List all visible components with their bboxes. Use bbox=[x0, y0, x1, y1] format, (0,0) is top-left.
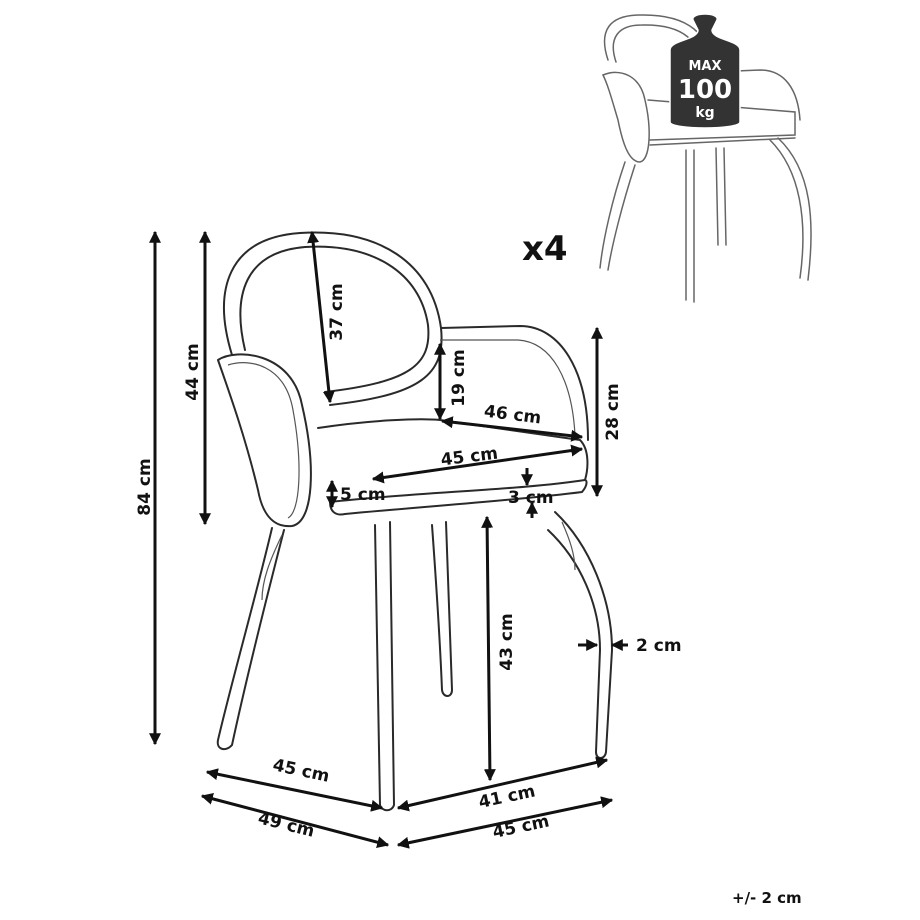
label-depth-inner: 45 cm bbox=[271, 755, 331, 786]
quantity-label: x4 bbox=[522, 229, 568, 269]
label-back-height: 44 cm bbox=[183, 343, 203, 400]
max-load-line3: kg bbox=[695, 105, 714, 121]
label-depth-outer: 49 cm bbox=[256, 809, 317, 842]
label-seat-depth-diag: 46 cm bbox=[483, 402, 542, 429]
backrest-outer bbox=[223, 231, 443, 406]
leg-front-left bbox=[216, 527, 285, 751]
label-backrest-gap: 19 cm bbox=[449, 349, 469, 406]
max-load-line1: MAX bbox=[688, 59, 721, 74]
label-total-height: 84 cm bbox=[135, 458, 155, 515]
leg-right bbox=[547, 511, 613, 759]
seat-frame bbox=[329, 479, 588, 516]
max-load-line2: 100 bbox=[678, 75, 732, 105]
seat-cushion bbox=[317, 418, 589, 503]
label-seat-frame: 3 cm bbox=[508, 488, 554, 508]
label-seat-height: 43 cm bbox=[497, 613, 517, 670]
leg-front-right bbox=[374, 521, 395, 812]
side-panel bbox=[217, 353, 312, 528]
chair-drawing bbox=[216, 231, 613, 812]
label-seat-width: 45 cm bbox=[440, 444, 499, 471]
leg-back bbox=[431, 521, 453, 697]
label-seat-cushion: 5 cm bbox=[340, 485, 386, 505]
max-load-weight-icon: MAX 100 kg bbox=[669, 13, 741, 129]
dimension-labels: 84 cm 44 cm 37 cm 19 cm 46 cm 45 cm 5 cm… bbox=[135, 283, 682, 843]
label-width-inner: 41 cm bbox=[477, 781, 537, 812]
label-leg-thickness: 2 cm bbox=[636, 636, 682, 656]
backrest-inner bbox=[239, 245, 430, 393]
armrest-outer bbox=[440, 325, 589, 441]
label-arm-height: 28 cm bbox=[603, 383, 623, 440]
label-width-outer: 45 cm bbox=[491, 811, 551, 842]
label-backrest-height: 37 cm bbox=[327, 283, 347, 340]
dimension-arrows bbox=[149, 230, 628, 849]
tolerance-note: +/- 2 cm bbox=[732, 889, 802, 907]
